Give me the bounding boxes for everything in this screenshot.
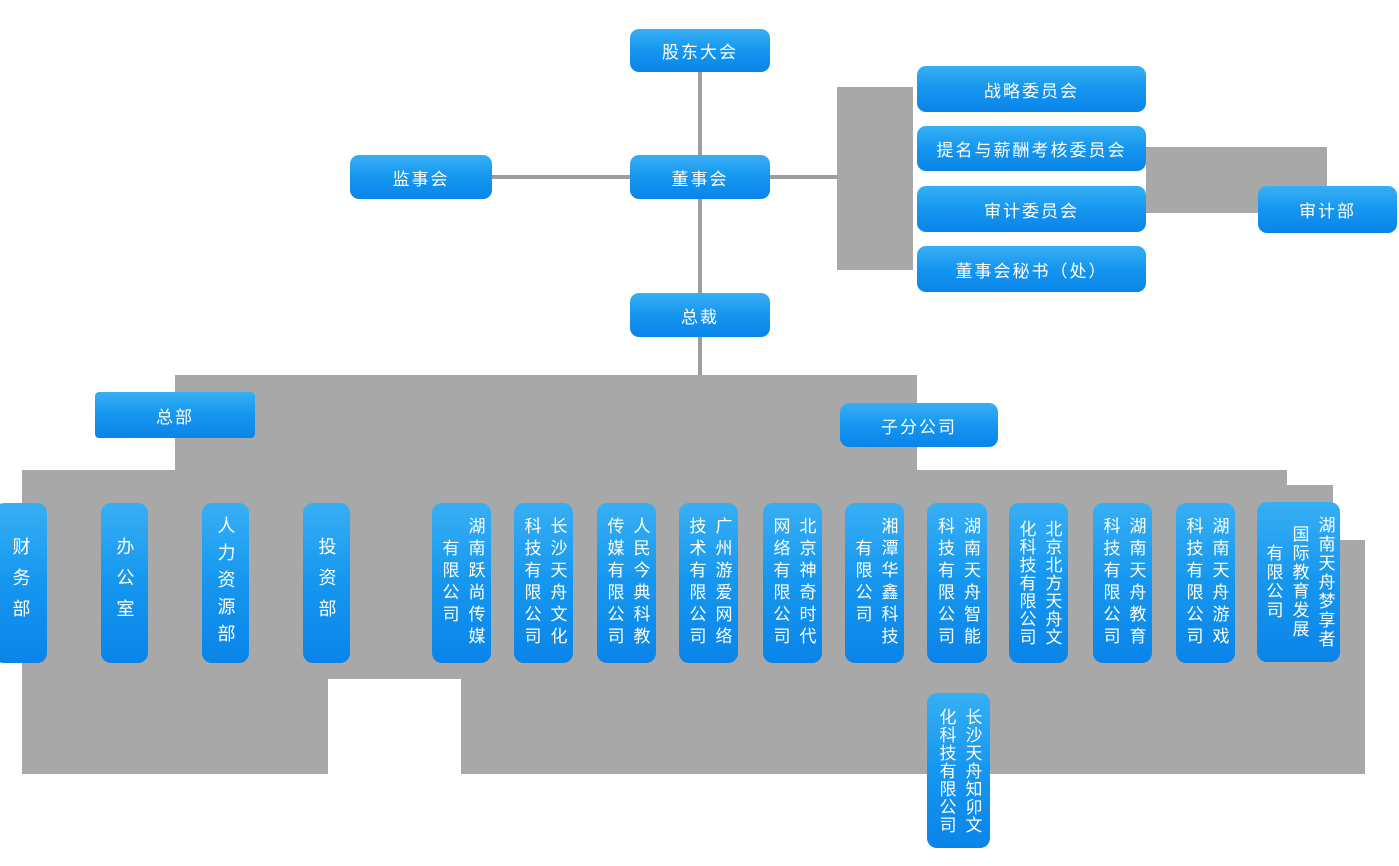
company-label: 湖南跃尚传媒 有限公司 [439,517,485,649]
company-box: 湖南天舟教育 科技有限公司 [1093,503,1152,663]
company-box: 湖南天舟梦享者 国际教育发展 有限公司 [1257,502,1340,662]
node-president: 总裁 [630,293,770,337]
company-box: 湘潭华鑫科技 有限公司 [845,503,904,663]
company-box: 湖南天舟智能 科技有限公司 [927,503,987,663]
department-label: 财务部 [10,536,31,630]
node-subsidiaries: 子分公司 [840,403,998,447]
node-label: 审计委员会 [984,201,1079,221]
company-label: 广州游爱网络 技术有限公司 [686,517,732,649]
node-audit-department: 审计部 [1258,186,1397,233]
company-label: 北京神奇时代 网络有限公司 [770,517,816,649]
bottom-bus-right [461,679,1287,774]
department-label: 办公室 [114,536,135,630]
node-label: 总部 [156,407,194,427]
company-label: 北京北方天舟文 化科技有限公司 [1016,520,1062,646]
bottom-bus-left [22,679,328,774]
company-box: 北京神奇时代 网络有限公司 [763,503,822,663]
company-box: 北京北方天舟文 化科技有限公司 [1009,503,1068,663]
department-box-office: 办公室 [101,503,148,663]
node-label: 董事会 [671,169,729,189]
node-board-secretary-office: 董事会秘书（处） [917,246,1146,292]
node-label: 监事会 [392,169,450,189]
node-label: 总裁 [681,307,719,327]
connector-president-bus [698,337,702,375]
node-label: 审计部 [1299,202,1356,221]
connector-board-president [698,199,702,293]
node-supervisory-board: 监事会 [350,155,492,199]
node-strategy-committee: 战略委员会 [917,66,1146,112]
node-label: 子分公司 [881,417,957,437]
connector-board-committees [770,175,837,179]
company-box: 人民今典科教 传媒有限公司 [597,503,656,663]
department-box-investment: 投资部 [303,503,350,663]
department-label: 投资部 [316,536,337,630]
company-label: 湘潭华鑫科技 有限公司 [852,517,898,649]
connector-shareholders-board [698,72,702,155]
hq-subsidiaries-band [175,375,917,470]
node-shareholders-meeting: 股东大会 [630,29,770,72]
company-box: 湖南跃尚传媒 有限公司 [432,503,491,663]
company-box-sub: 长沙天舟知卯文 化科技有限公司 [927,693,990,848]
committee-bus-block [837,87,913,270]
company-box: 长沙天舟文化 科技有限公司 [514,503,573,663]
node-board-of-directors: 董事会 [630,155,770,199]
node-label: 战略委员会 [984,81,1079,101]
node-label: 股东大会 [662,43,738,62]
node-headquarters: 总部 [95,392,255,438]
company-label: 湖南天舟梦享者 国际教育发展 有限公司 [1263,515,1335,649]
company-label: 长沙天舟知卯文 化科技有限公司 [936,707,982,834]
company-label: 湖南天舟智能 科技有限公司 [935,517,980,649]
department-box-finance: 财务部 [0,503,47,663]
company-box: 广州游爱网络 技术有限公司 [679,503,738,663]
node-label: 董事会秘书（处） [955,261,1108,281]
department-label: 人力资源部 [215,515,236,651]
node-label: 提名与薪酬考核委员会 [936,141,1127,160]
node-nomination-remuneration-committee: 提名与薪酬考核委员会 [917,126,1146,171]
company-label: 湖南天舟教育 科技有限公司 [1100,517,1146,649]
company-label: 长沙天舟文化 科技有限公司 [521,517,567,649]
company-box: 湖南天舟游戏 科技有限公司 [1176,503,1235,663]
node-audit-committee: 审计委员会 [917,186,1146,232]
department-box-human-resources: 人力资源部 [202,503,249,663]
connector-supervisory-board [492,175,630,179]
company-label: 湖南天舟游戏 科技有限公司 [1183,517,1229,649]
company-label: 人民今典科教 传媒有限公司 [604,517,650,649]
